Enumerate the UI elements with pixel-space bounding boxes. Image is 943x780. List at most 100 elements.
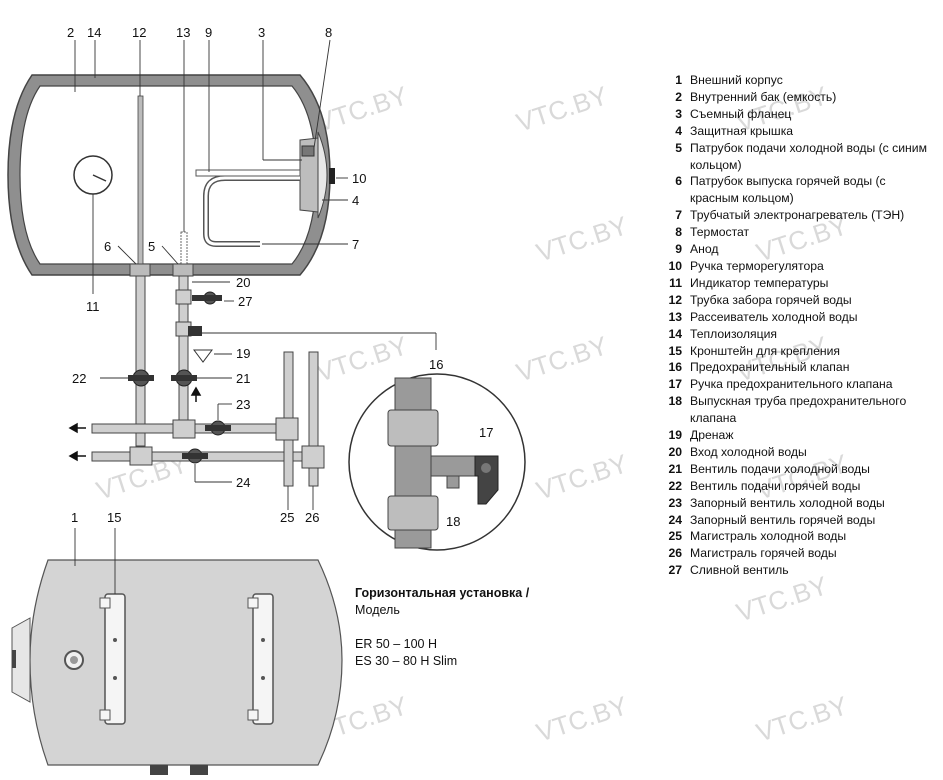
callout-26: 26 (305, 510, 319, 525)
legend-number: 1 (675, 73, 682, 87)
protective-cover (317, 131, 328, 219)
legend-number: 17 (668, 377, 682, 392)
thermostat-knob (329, 168, 335, 184)
model-info: Горизонтальная установка / Модель ER 50 … (355, 585, 529, 670)
legend-number: 19 (668, 428, 682, 443)
legend-text: Вентиль подачи холодной воды (690, 461, 870, 476)
legend-number: 9 (675, 242, 682, 257)
legend-number: 20 (668, 444, 682, 459)
watermark: VTC.BY (753, 690, 852, 748)
legend-number: 3 (675, 106, 682, 121)
callout-8: 8 (325, 25, 332, 40)
callout-7: 7 (352, 237, 359, 252)
legend-item: 6 Патрубок выпуска горячей воды (с красны… (662, 173, 937, 207)
legend-number: 27 (668, 563, 682, 578)
legend-text: Термостат (690, 225, 750, 240)
legend-text: Трубчатый электронагреватель (ТЭН) (690, 208, 905, 223)
callout-11: 11 (86, 299, 100, 314)
legend-text: Патрубок подачи холодной воды (с синим к… (690, 140, 927, 172)
legend-text: Трубка забора горячей воды (690, 292, 852, 307)
legend-text: Запорный вентиль холодной воды (690, 495, 885, 510)
legend-number: 21 (668, 461, 682, 476)
callout-10: 10 (352, 171, 366, 186)
legend-text: Запорный вентиль горячей воды (690, 512, 876, 527)
callout-4: 4 (352, 193, 359, 208)
model-name: ER 50 – 100 H (355, 637, 437, 651)
callout-13: 13 (176, 25, 190, 40)
legend-item: 19 Дренаж (662, 427, 937, 444)
legend-text: Кронштейн для крепления (690, 343, 841, 358)
legend-item: 17 Ручка предохранительного клапана (662, 376, 937, 393)
watermark: VTC.BY (533, 210, 632, 268)
legend-text: Патрубок выпуска горячей воды (с красным… (690, 174, 886, 206)
hot-water-intake-tube (137, 95, 144, 267)
callout-23: 23 (236, 397, 250, 412)
callout-21: 21 (236, 371, 250, 386)
callout-25: 25 (280, 510, 294, 525)
legend-text: Дренаж (690, 428, 734, 443)
callout-3: 3 (258, 25, 265, 40)
legend-item: 27 Сливной вентиль (662, 562, 937, 579)
legend-item: 13 Рассеиватель холодной воды (662, 309, 937, 326)
legend-text: Ручка терморегулятора (690, 258, 824, 273)
callout-12: 12 (132, 25, 146, 40)
legend-number: 18 (668, 394, 682, 409)
callout-16: 16 (429, 357, 443, 372)
callout-24: 24 (236, 475, 250, 490)
legend-text: Ручка предохранительного клапана (690, 377, 893, 392)
inner-tank (19, 85, 317, 265)
legend-item: 3 Съемный фланец (662, 106, 937, 123)
callout-1: 1 (71, 510, 78, 525)
callout-20: 20 (236, 275, 250, 290)
tank-section (7, 74, 335, 277)
legend-text: Сливной вентиль (690, 563, 789, 578)
leader-lines (74, 39, 488, 512)
legend-text: Рассеиватель холодной воды (690, 309, 858, 324)
legend-text: Выпускная труба предохранительного клапа… (690, 394, 907, 426)
legend-text: Съемный фланец (690, 106, 792, 121)
callout-22: 22 (72, 371, 86, 386)
legend-number: 15 (668, 343, 682, 358)
callout-9: 9 (205, 25, 212, 40)
legend-number: 22 (668, 478, 682, 493)
flow-arrows (68, 386, 202, 462)
legend-item: 10 Ручка терморегулятора (662, 258, 937, 275)
watermark: VTC.BY (313, 80, 412, 138)
callout-14: 14 (87, 25, 101, 40)
legend-number: 14 (668, 326, 682, 341)
anode (195, 169, 301, 177)
valves (128, 291, 231, 464)
legend-number: 10 (668, 258, 682, 273)
watermark: VTC.BY (513, 330, 612, 388)
legend-text: Индикатор температуры (690, 275, 829, 290)
safety-valve (188, 326, 202, 336)
callout-labels: 2 14 12 13 9 3 8 10 4 7 6 5 11 20 27 16 … (67, 25, 493, 529)
legend-number: 11 (669, 275, 682, 290)
legend-number: 2 (675, 89, 682, 104)
legend-item: 11 Индикатор температуры (662, 275, 937, 292)
callout-17: 17 (479, 425, 493, 440)
legend-item: 21 Вентиль подачи холодной воды (662, 461, 937, 478)
watermark: VTC.BY (533, 448, 632, 506)
legend-number: 7 (675, 208, 682, 223)
mounting-bracket-right (247, 593, 274, 725)
legend-number: 13 (668, 309, 682, 324)
callout-27: 27 (238, 294, 252, 309)
legend-text: Вентиль подачи горячей воды (690, 478, 861, 493)
drain-funnel (193, 349, 213, 363)
legend-number: 6 (675, 174, 682, 189)
legend-number: 26 (668, 546, 682, 561)
exterior-flange-cover (11, 617, 31, 703)
legend-item: 7 Трубчатый электронагреватель (ТЭН) (662, 207, 937, 224)
legend-number: 25 (668, 529, 682, 544)
legend-text: Анод (690, 242, 719, 257)
legend-item: 18 Выпускная труба предохранительного кла… (662, 393, 937, 427)
